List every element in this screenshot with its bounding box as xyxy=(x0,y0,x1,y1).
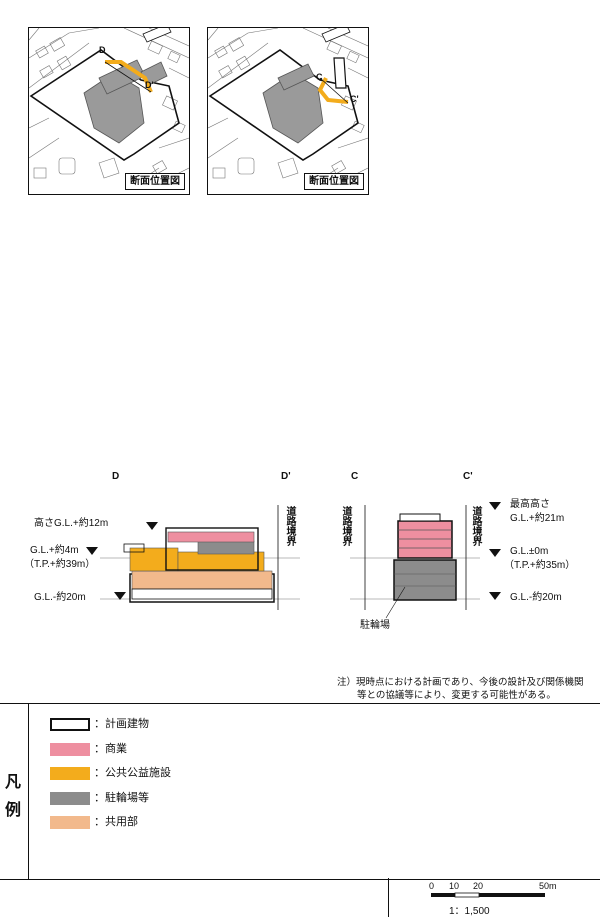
section-cc-gl-label: G.L.±0m xyxy=(510,546,549,557)
section-dd-boundary-label: 道路境界 xyxy=(284,506,295,546)
legend-panel: 凡 例 ：計画建物 ：商業 ：公共公益施設 ：駐輪場等 ：共用部 xyxy=(0,703,600,880)
section-cc-max-height-label: 最高高さ xyxy=(510,499,550,510)
note-line-1: 注）現時点における計画であり、今後の設計及び関係機関 xyxy=(337,677,584,688)
section-cc-end-label: C' xyxy=(463,471,473,482)
map-right-drawing xyxy=(208,28,368,189)
legend-swatch-planned-building xyxy=(50,718,90,731)
section-cc-drawing xyxy=(350,502,501,619)
section-cc-boundary-label-right: 道路境界 xyxy=(470,506,481,546)
scale-tick-10: 10 xyxy=(449,881,460,891)
map-left-marker-d: D xyxy=(99,45,106,55)
section-cc-max-height-value: G.L.+約21m xyxy=(510,513,565,524)
note-line-2: 等との協議等により、変更する可能性がある。 xyxy=(357,690,556,701)
scale-tick-0: 0 xyxy=(429,881,435,891)
scale-bar xyxy=(431,892,545,898)
legend-swatch-bicycle-parking xyxy=(50,792,90,805)
legend-label-commercial: ：商業 xyxy=(94,743,127,755)
legend-title-1: 凡 xyxy=(5,774,22,791)
section-cc-gl-minus-label: G.L.-約20m xyxy=(510,592,562,603)
section-cc-tp-label: （T.P.+約35m） xyxy=(504,560,576,571)
section-dd-gl-minus-label: G.L.-約20m xyxy=(34,592,86,603)
map-right-marker-c: C xyxy=(316,72,323,82)
section-dd-end-label: D' xyxy=(281,471,291,482)
scale-ratio: 1：1,500 xyxy=(449,906,490,917)
location-map-left: D D' 断面位置図 xyxy=(28,27,190,195)
section-dd-start-label: D xyxy=(112,471,120,482)
map-left-caption: 断面位置図 xyxy=(125,173,185,190)
legend-swatch-public-facility xyxy=(50,767,90,780)
legend-label-planned-building: ：計画建物 xyxy=(94,718,149,730)
scale-tick-50: 50m xyxy=(539,881,557,891)
legend-swatch-common-area xyxy=(50,816,90,829)
scale-bar-panel: 0 10 20 50m 1：1,500 xyxy=(388,878,600,917)
section-dd-height-label: 高さG.L.+約12m xyxy=(34,518,109,529)
section-dd-tp-label: （T.P.+約39m） xyxy=(24,559,96,570)
section-dd-drawing xyxy=(86,505,300,610)
section-cc-boundary-label-left: 道路境界 xyxy=(340,506,351,546)
section-dd-gl-label: G.L.+約4m xyxy=(30,545,79,556)
legend-swatch-commercial xyxy=(50,743,90,756)
map-left-drawing xyxy=(29,28,189,189)
legend-label-bicycle-parking: ：駐輪場等 xyxy=(94,792,149,804)
map-left-marker-d-prime: D' xyxy=(145,80,154,90)
scale-tick-20: 20 xyxy=(473,881,484,891)
legend-title-column: 凡 例 xyxy=(0,704,29,879)
map-right-marker-c-prime: C' xyxy=(350,94,359,104)
location-map-right: C C' 断面位置図 xyxy=(207,27,369,195)
map-right-caption: 断面位置図 xyxy=(304,173,364,190)
section-cc-start-label: C xyxy=(351,471,359,482)
legend-label-common-area: ：共用部 xyxy=(94,816,138,828)
legend-title-2: 例 xyxy=(5,802,22,819)
legend-label-public-facility: ：公共公益施設 xyxy=(94,767,171,779)
section-cc-bicycle-label: 駐輪場 xyxy=(360,620,390,631)
